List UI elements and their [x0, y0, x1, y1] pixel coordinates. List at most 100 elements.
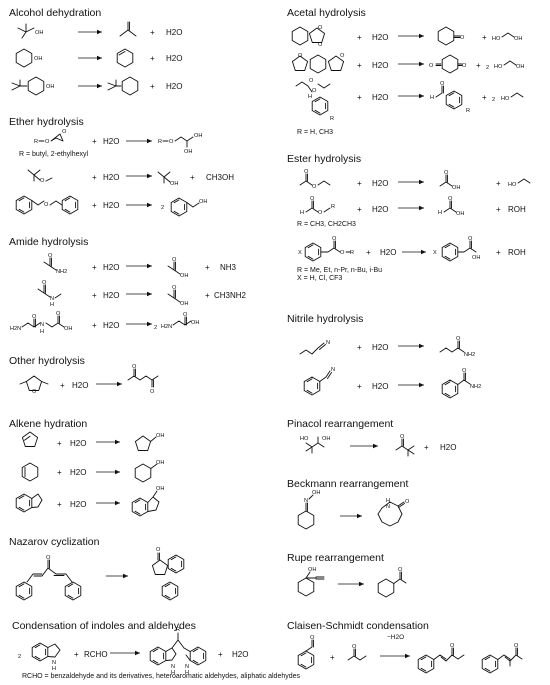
- ammonia-label: NH3: [220, 263, 237, 272]
- svg-text:+: +: [496, 179, 501, 188]
- svg-text:HO: HO: [300, 436, 309, 442]
- svg-text:+: +: [357, 205, 362, 214]
- title-alkene-hydration: Alkene hydration: [9, 418, 88, 430]
- svg-text:+: +: [366, 248, 371, 257]
- ester-hydrolysis-scheme: O O + H2O O OH + HO H O O R + H2O H O OH…: [298, 169, 531, 262]
- svg-text:O: O: [405, 499, 410, 505]
- svg-text:+: +: [92, 201, 97, 210]
- svg-text:+: +: [57, 500, 62, 509]
- ether-hydrolysis-scheme: R O O + H2O R O OH OH O + H2O OH + CH3OH…: [15, 129, 234, 217]
- svg-text:N: N: [331, 367, 335, 373]
- claisen-schmidt-scheme: O + O O O: [297, 635, 523, 674]
- svg-text:OH: OH: [516, 64, 524, 70]
- svg-text:O: O: [45, 139, 50, 145]
- svg-text:+: +: [190, 173, 195, 182]
- svg-text:H2N: H2N: [161, 324, 172, 330]
- indole-condensation-scheme: 2 N H + RCHO N H R N H + H2O: [18, 627, 248, 676]
- svg-text:O: O: [172, 257, 177, 263]
- svg-text:X: X: [298, 250, 302, 256]
- svg-text:+: +: [92, 321, 97, 330]
- svg-text:H: H: [171, 670, 175, 676]
- svg-text:N: N: [171, 664, 175, 670]
- svg-text:OH: OH: [156, 433, 164, 439]
- svg-text:+: +: [92, 263, 97, 272]
- svg-text:O: O: [448, 196, 453, 202]
- svg-text:+: +: [92, 137, 97, 146]
- svg-text:+: +: [205, 263, 210, 272]
- svg-text:O: O: [40, 178, 45, 184]
- svg-text:O: O: [150, 389, 155, 395]
- svg-text:HO: HO: [492, 36, 501, 42]
- svg-text:X: X: [433, 250, 437, 256]
- svg-text:OH: OH: [180, 273, 188, 279]
- svg-text:O: O: [44, 202, 49, 208]
- svg-text:2: 2: [161, 205, 164, 211]
- svg-text:O: O: [462, 368, 467, 374]
- svg-text:R: R: [466, 108, 470, 114]
- svg-text:H: H: [308, 94, 312, 100]
- svg-text:NH2: NH2: [470, 384, 481, 390]
- svg-text:O: O: [332, 236, 337, 242]
- beckmann-scheme: N OH H N O: [297, 490, 410, 530]
- svg-text:2: 2: [154, 325, 157, 331]
- svg-text:H2O: H2O: [372, 382, 388, 391]
- svg-text:+: +: [476, 61, 481, 70]
- alkene-hydration-scheme: + H2O OH + H2O OH + H2O OH: [15, 431, 164, 517]
- svg-text:O: O: [310, 635, 315, 641]
- svg-text:O: O: [340, 53, 345, 59]
- note-ether-r: R = butyl, 2-ethylhexyl: [19, 151, 89, 158]
- svg-text:H2O: H2O: [380, 248, 396, 257]
- svg-text:O: O: [444, 170, 449, 176]
- svg-text:+: +: [150, 28, 155, 37]
- svg-text:H2O: H2O: [103, 321, 119, 330]
- svg-text:O: O: [352, 644, 357, 650]
- roh-label: ROH: [508, 205, 526, 214]
- svg-text:2: 2: [492, 97, 495, 103]
- svg-text:H2O: H2O: [372, 179, 388, 188]
- svg-text:+: +: [357, 179, 362, 188]
- svg-text:O: O: [46, 555, 51, 561]
- svg-text:+: +: [482, 93, 487, 102]
- svg-text:+: +: [57, 468, 62, 477]
- note-ester-x: X = H, Cl, CF3: [297, 275, 343, 282]
- svg-text:O: O: [318, 210, 323, 216]
- amide-hydrolysis-scheme: O NH2 + H2O O OH + NH3 O N H + H2O O OH …: [10, 253, 247, 335]
- svg-text:H2O: H2O: [440, 443, 456, 452]
- acetal-hydrolysis-scheme: O O + H2O O + HO OH O O + H2O O O + 2 HO…: [291, 25, 524, 122]
- svg-text:H2O: H2O: [70, 439, 86, 448]
- methanol-label: CH3OH: [206, 173, 234, 182]
- svg-text:H2O: H2O: [72, 381, 88, 390]
- svg-text:2: 2: [486, 65, 489, 71]
- svg-text:H2O: H2O: [372, 93, 388, 102]
- svg-text:OH: OH: [191, 320, 199, 326]
- svg-text:R: R: [350, 250, 354, 256]
- title-alcohol-dehydration: Alcohol dehydration: [9, 7, 102, 19]
- svg-text:H2O: H2O: [372, 343, 388, 352]
- svg-text:H2N: H2N: [10, 326, 21, 332]
- svg-text:R: R: [176, 627, 180, 633]
- title-claisen: Claisen-Schmidt condensation: [287, 620, 429, 632]
- title-ether-hydrolysis: Ether hydrolysis: [9, 116, 84, 128]
- title-nazarov: Nazarov cyclization: [9, 536, 100, 548]
- claisen-condition: −H2O: [387, 634, 405, 641]
- rcho-label: RCHO: [84, 650, 108, 659]
- svg-text:+: +: [357, 33, 362, 42]
- svg-text:HO: HO: [501, 96, 510, 102]
- svg-text:+: +: [357, 93, 362, 102]
- svg-text:OH: OH: [184, 149, 192, 155]
- other-hydrolysis-scheme: O + H2O O O: [19, 364, 159, 395]
- svg-text:H2O: H2O: [103, 263, 119, 272]
- note-acetal-r: R = H, CH3: [297, 129, 333, 136]
- svg-text:OH: OH: [156, 486, 164, 492]
- svg-text:+: +: [496, 205, 501, 214]
- svg-text:R: R: [331, 204, 335, 210]
- methylamine-label: CH3NH2: [214, 291, 247, 300]
- svg-text:O: O: [514, 643, 519, 649]
- svg-text:H: H: [430, 95, 434, 101]
- svg-text:HO: HO: [508, 182, 517, 188]
- svg-text:OH: OH: [199, 199, 207, 205]
- svg-text:O: O: [172, 285, 177, 291]
- svg-text:+: +: [357, 382, 362, 391]
- note-rcho: RCHO = benzaldehyde and its derivatives,…: [22, 673, 301, 680]
